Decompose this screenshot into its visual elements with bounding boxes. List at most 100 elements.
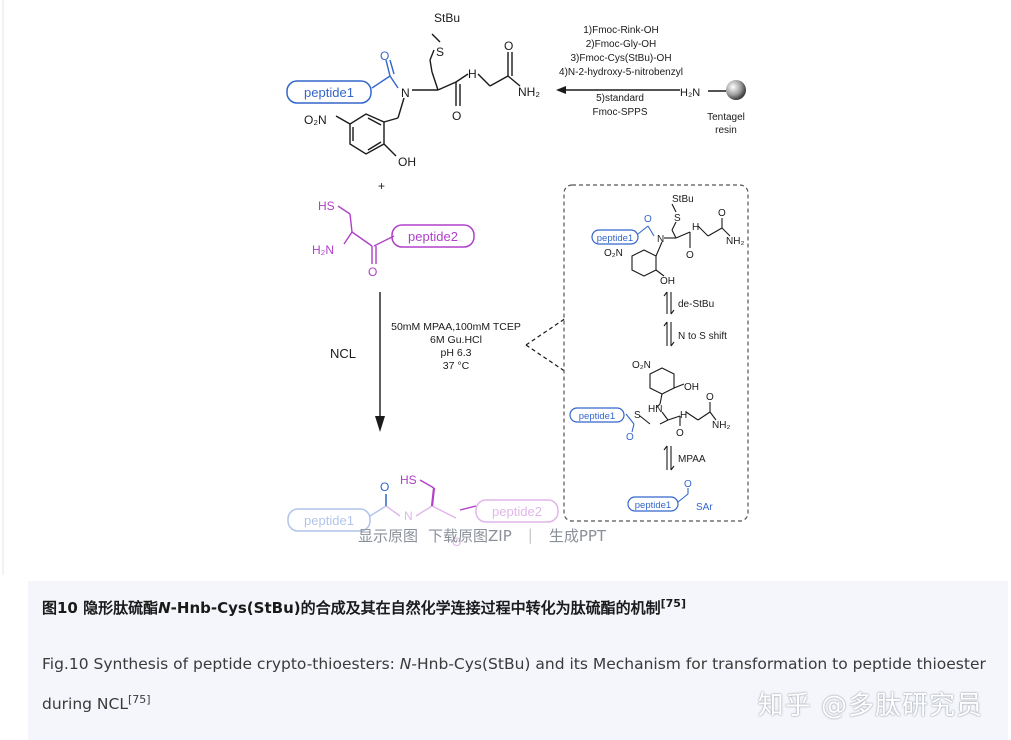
peptide1-top-box: peptide1 — [286, 80, 372, 104]
mech-stbu: StBu — [672, 194, 694, 205]
condition-1: 50mM MPAA,100mM TCEP — [391, 321, 521, 333]
mech-o-5: O — [706, 392, 714, 403]
mech-nh2-2: NH₂ — [712, 420, 730, 431]
label-amide-h: H — [468, 67, 477, 81]
condition-4: 37 °C — [443, 360, 470, 372]
label-o2: O — [504, 39, 513, 53]
condition-2: 6M Gu.HCl — [430, 334, 482, 346]
reagent-2: 2)Fmoc-Gly-OH — [586, 39, 657, 50]
caption-en-ref[interactable]: [75] — [127, 693, 151, 706]
condition-3: pH 6.3 — [441, 347, 472, 359]
label-n: N — [401, 86, 410, 100]
caption-cn-rest: -Hnb-Cys(StBu)的合成及其在自然化学连接过程中转化为肽硫酯的机制 — [170, 599, 661, 617]
scheme-svg: StBu S H N N O O O NH₂ O₂N OH peptide1 1… — [2, 0, 749, 575]
mech-mol-2-labels: O₂N OH HN S O O H O NH₂ — [626, 360, 730, 443]
reagent-1: 1)Fmoc-Rink-OH — [583, 25, 659, 36]
product-peptide2: peptide2 — [492, 504, 542, 519]
mech-mol-1 — [631, 203, 731, 277]
label-s: S — [436, 45, 444, 59]
label-oh: OH — [398, 155, 416, 169]
caption-en-n: N — [399, 655, 412, 673]
product-o-top: O — [380, 480, 389, 494]
mech-sar: SAr — [696, 502, 713, 513]
caption-cn-n: N — [158, 599, 171, 617]
peptide2-box: peptide2 — [391, 224, 475, 248]
mech-no2: O₂N — [604, 248, 623, 259]
generate-ppt-button[interactable]: 生成PPT — [548, 526, 607, 545]
mech-peptide1-box-2: peptide1 — [569, 407, 625, 423]
mech-o-3: O — [626, 432, 634, 443]
toolbar-separator: | — [527, 526, 533, 544]
cys-peptide2-labels: HS H₂N O — [312, 199, 377, 279]
mech-mol-1-labels: StBu S O N H O O NH₂ O₂N OH — [604, 194, 744, 287]
reagent-3: 3)Fmoc-Cys(StBu)-OH — [570, 53, 671, 64]
show-original-button[interactable]: 显示原图 — [358, 526, 419, 545]
product-n: N — [404, 509, 413, 523]
resin-label-2: resin — [715, 125, 737, 136]
mech-peptide1-1: peptide1 — [597, 233, 633, 244]
step-labels: de-StBu N to S shift MPAA — [678, 299, 727, 465]
spps-reagents: 1)Fmoc-Rink-OH 2)Fmoc-Gly-OH 3)Fmoc-Cys(… — [559, 25, 683, 118]
mech-oh-2: OH — [684, 382, 699, 393]
ncl-arrow — [375, 292, 385, 432]
ncl-label: NCL — [330, 346, 356, 361]
mech-o-6: O — [684, 479, 692, 490]
mechanism-box — [563, 184, 749, 522]
label-o3: O — [380, 49, 389, 63]
label-o-cys: O — [368, 265, 377, 279]
mech-oh: OH — [660, 276, 675, 287]
dashed-connector — [525, 317, 567, 373]
caption-chinese: 图10 隐形肽硫酯N-Hnb-Cys(StBu)的合成及其在自然化学连接过程中转… — [42, 597, 992, 618]
caption-english: Fig.10 Synthesis of peptide crypto-thioe… — [42, 647, 1000, 722]
product-peptide1: peptide1 — [304, 513, 354, 528]
resin-h2n: H₂N — [680, 87, 700, 99]
label-nh2: NH₂ — [518, 85, 540, 99]
label-no2: O₂N — [304, 113, 327, 127]
mech-nh2: NH₂ — [726, 236, 744, 247]
mech-s-2: S — [634, 410, 641, 421]
mech-o-1: O — [686, 250, 694, 261]
step-n-to-s: N to S shift — [678, 331, 727, 342]
mech-mol-2 — [625, 367, 717, 433]
top-molecule-labels: StBu S H N N O O O NH₂ O₂N OH — [304, 11, 540, 169]
product-top: O HS — [380, 473, 477, 511]
peptide1-top-label: peptide1 — [304, 85, 354, 100]
ncl-conditions: 50mM MPAA,100mM TCEP 6M Gu.HCl pH 6.3 37… — [391, 321, 521, 372]
resin: H₂N Tentagel resin — [680, 80, 746, 136]
step-mpaa: MPAA — [678, 454, 706, 465]
reagent-4: 4)N-2-hydroxy-5-nitrobenzyl — [559, 67, 683, 78]
caption-cn-ref[interactable]: [75] — [660, 597, 686, 610]
caption-en-rest: -Hnb-Cys(StBu) and its Mechanism for tra… — [42, 655, 986, 714]
mech-peptide1-box-1: peptide1 — [591, 229, 639, 245]
mech-h: H — [692, 222, 699, 233]
zhihu-watermark: 知乎 @多肽研究员 — [757, 691, 983, 721]
image-toolbar: 显示原图 下载原图ZIP | 生成PPT — [358, 522, 606, 548]
product-o: O — [452, 535, 461, 549]
label-hs: HS — [318, 199, 335, 213]
product-hs: HS — [400, 473, 417, 487]
caption-cn-prefix: 图10 隐形肽硫酯 — [42, 599, 159, 617]
chemistry-scheme-figure: StBu S H N N O O O NH₂ O₂N OH peptide1 1… — [2, 0, 749, 575]
resin-bead-icon — [726, 80, 746, 100]
mech-n: N — [657, 234, 664, 245]
label-o1: O — [452, 109, 461, 123]
label-h2n: H₂N — [312, 243, 334, 257]
mech-peptide1-3: peptide1 — [635, 500, 671, 511]
caption-en-prefix: Fig.10 Synthesis of peptide crypto-thioe… — [42, 655, 400, 673]
step-de-stbu: de-StBu — [678, 299, 714, 310]
spps-arrow — [556, 86, 680, 94]
equilibrium-arrows — [663, 291, 675, 471]
mech-mol-3: peptide1 O SAr — [627, 479, 713, 513]
label-stbu: StBu — [434, 11, 460, 25]
mech-o-4: O — [676, 428, 684, 439]
mech-o-blue: O — [644, 214, 652, 225]
mech-no2-2: O₂N — [632, 360, 651, 371]
mech-h-2: H — [680, 410, 687, 421]
download-zip-button[interactable]: 下载原图ZIP — [428, 526, 512, 545]
cys-peptide2 — [337, 205, 395, 264]
caption-panel: 图10 隐形肽硫酯N-Hnb-Cys(StBu)的合成及其在自然化学连接过程中转… — [28, 581, 1008, 740]
reagent-6: Fmoc-SPPS — [592, 107, 647, 118]
mech-hn: HN — [648, 404, 662, 415]
peptide2-label: peptide2 — [408, 229, 458, 244]
reagent-5: 5)standard — [596, 93, 644, 104]
